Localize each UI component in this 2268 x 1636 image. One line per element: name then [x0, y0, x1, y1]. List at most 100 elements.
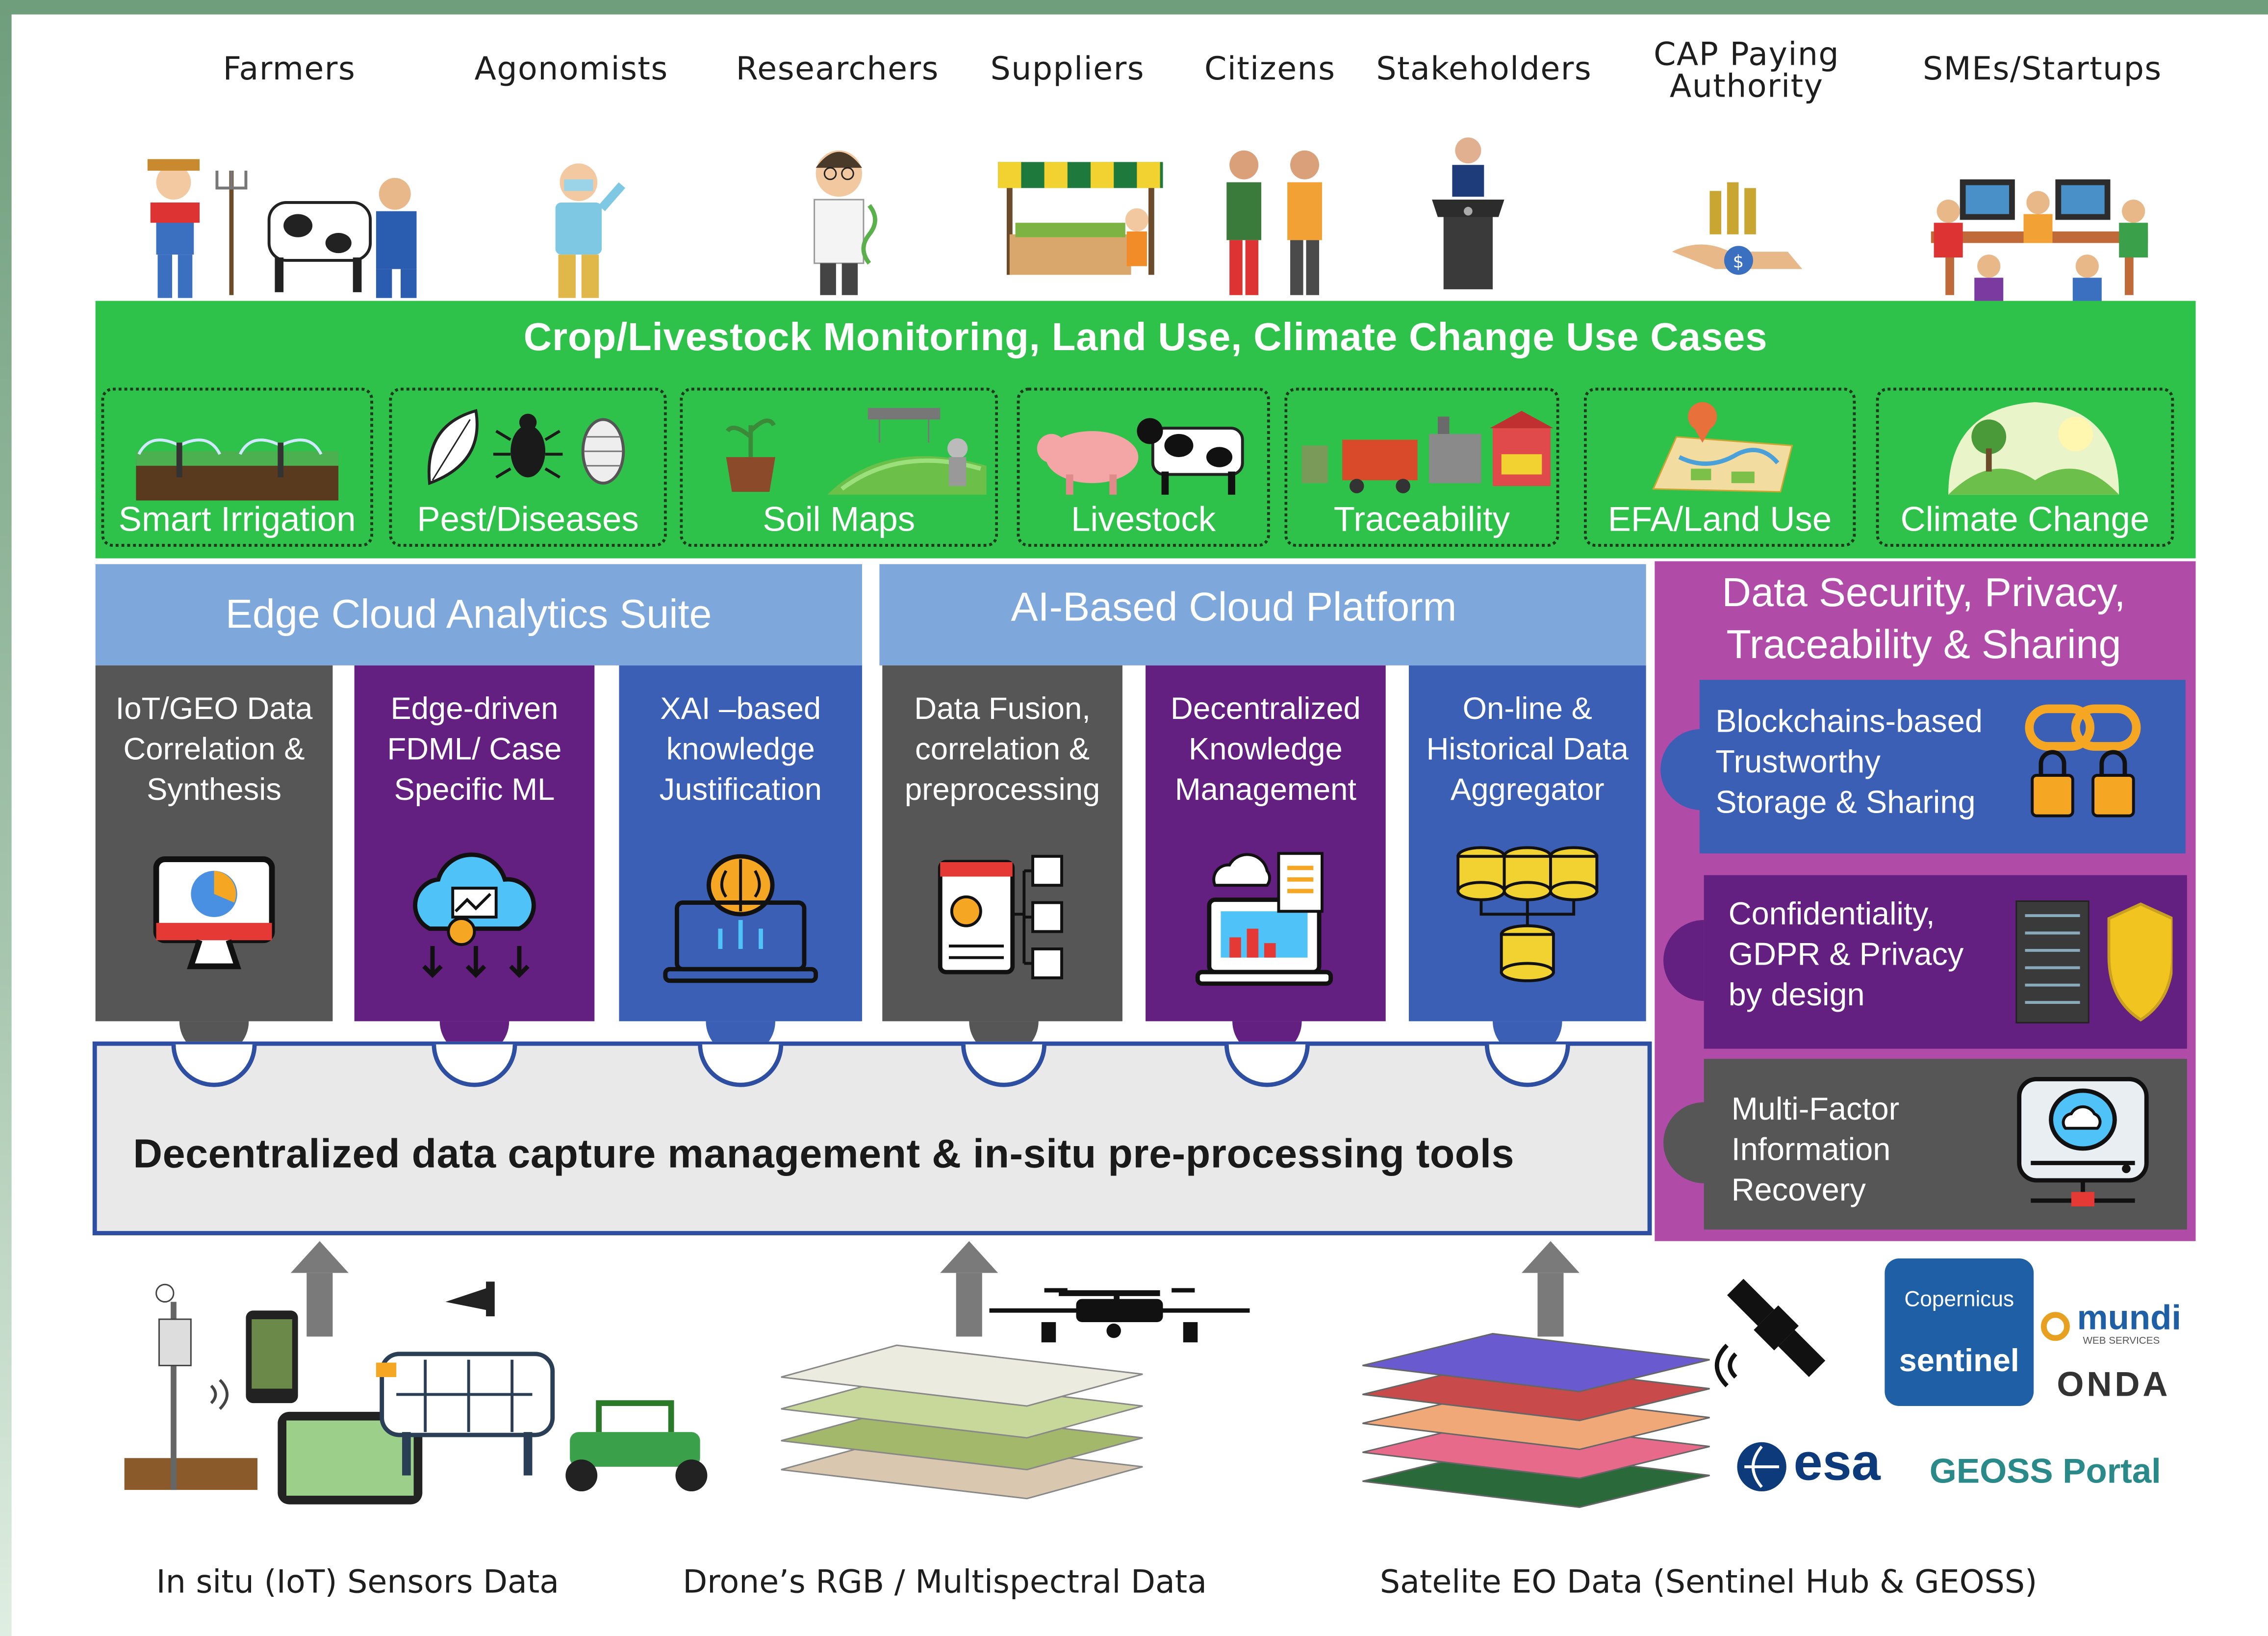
use-case-label: Pest/Diseases — [417, 500, 639, 540]
supply-chain-icon — [1301, 410, 1554, 493]
module-decentralized-knowledge: Decentralized Knowledge Management — [1146, 665, 1386, 1022]
module-label: Edge-driven FDML/ Case Specific ML — [387, 691, 562, 807]
sentinel-text: sentinel — [1899, 1342, 2019, 1379]
stakeholder-agronomists: Agonomists — [474, 52, 668, 88]
cloud-storage-drive-icon — [2017, 1076, 2149, 1206]
arrow-stem — [1537, 1273, 1564, 1337]
security-multi-factor: Multi-Factor Information Recovery — [1704, 1059, 2187, 1230]
arrow-head — [940, 1241, 998, 1273]
startup-team-illustration — [1931, 179, 2148, 301]
esa-text: esa — [1793, 1432, 1881, 1492]
mundi-subtext: WEB SERVICES — [2083, 1336, 2160, 1347]
use-case-efa-land-use: EFA/Land Use — [1583, 387, 1856, 547]
agronomist-illustration — [555, 163, 625, 298]
market-stall-illustration — [998, 162, 1163, 275]
module-label: IoT/GEO Data Correlation & Synthesis — [115, 691, 313, 807]
module-label: Data Fusion, correlation & preprocessing — [904, 691, 1100, 807]
farmers-illustration — [147, 159, 417, 298]
geoss-portal-logo: GEOSS Portal — [1929, 1452, 2161, 1492]
iot-sensors-illustration — [124, 1281, 708, 1505]
chain-lock-icon — [2025, 704, 2141, 818]
use-case-label: Traceability — [1333, 500, 1510, 540]
stakeholder-researchers: Researchers — [736, 52, 939, 88]
module-data-fusion: Data Fusion, correlation & preprocessing — [882, 665, 1122, 1022]
decorative-top-border — [0, 0, 2268, 15]
use-case-label: Livestock — [1071, 500, 1216, 540]
capture-layer-label: Decentralized data capture management & … — [133, 1131, 1515, 1176]
module-edge-driven-fdml: Edge-driven FDML/ Case Specific ML — [354, 665, 595, 1022]
data-processing-icon — [938, 855, 1063, 979]
use-cases-title: Crop/Livestock Monitoring, Land Use, Cli… — [523, 315, 1768, 359]
use-case-climate-change: Climate Change — [1876, 387, 2174, 547]
mundi-onda-logo: mundi WEB SERVICES ONDA — [2039, 1299, 2196, 1405]
use-case-livestock: Livestock — [1017, 387, 1270, 547]
edge-suite-title: Edge Cloud Analytics Suite — [225, 591, 712, 637]
module-iot-geo-correlation: IoT/GEO Data Correlation & Synthesis — [95, 665, 333, 1022]
stakeholder-smes-startups: SMEs/Startups — [1923, 52, 2162, 88]
source-iot-label: In situ (IoT) Sensors Data — [156, 1565, 560, 1602]
esa-globe-icon — [1737, 1442, 1786, 1492]
citizens-illustration — [1226, 150, 1322, 295]
monitor-pie-chart-icon — [153, 856, 275, 970]
use-case-label: Climate Change — [1900, 500, 2150, 540]
capture-layer-sockets — [171, 1044, 1570, 1087]
security-item-label: Blockchains-based Trustworthy Storage & … — [1715, 703, 1983, 820]
security-blockchain: Blockchains-based Trustworthy Storage & … — [1699, 680, 2186, 854]
brain-laptop-icon — [663, 854, 818, 983]
use-case-pest-diseases: Pest/Diseases — [389, 387, 667, 547]
svg-text:$: $ — [1733, 252, 1744, 272]
security-item-label: Multi-Factor Information Recovery — [1731, 1091, 1900, 1208]
copernicus-sentinel-logo: Copernicus sentinel — [1885, 1258, 2034, 1406]
stakeholder-cap-paying-authority: CAP Paying Authority — [1654, 37, 1840, 106]
use-case-label: Soil Maps — [763, 500, 916, 540]
security-item-label: Confidentiality, GDPR & Privacy by desig… — [1728, 895, 1964, 1013]
use-case-traceability: Traceability — [1284, 387, 1559, 547]
use-case-smart-irrigation: Smart Irrigation — [101, 387, 374, 547]
security-connectors — [1660, 729, 1704, 1183]
use-case-label: EFA/Land Use — [1607, 500, 1832, 540]
arrow-stem — [306, 1273, 333, 1337]
security-gdpr-privacy: Confidentiality, GDPR & Privacy by desig… — [1704, 875, 2187, 1049]
stakeholder-farmers: Farmers — [223, 52, 356, 88]
cloud-ml-icon — [413, 852, 536, 978]
module-xai-justification: XAI –based knowledge Justification — [619, 665, 862, 1022]
security-title: Data Security, Privacy, Traceability & S… — [1722, 570, 2126, 667]
satellite-layers-illustration — [1362, 1278, 1826, 1508]
module-data-aggregator: On-line & Historical Data Aggregator — [1408, 665, 1646, 1022]
use-case-label: Smart Irrigation — [118, 500, 356, 540]
arrow-head — [1521, 1241, 1580, 1273]
livestock-icon — [1037, 418, 1244, 495]
payment-hand-illustration: $ — [1672, 182, 1803, 275]
speaker-podium-illustration — [1432, 137, 1504, 289]
up-arrow-drone — [940, 1241, 998, 1337]
researcher-illustration — [814, 150, 877, 295]
esa-logo: esa — [1733, 1432, 1892, 1504]
pest-icon — [428, 409, 625, 486]
edge-suite-header — [95, 564, 862, 665]
land-map-icon — [1652, 402, 1793, 493]
mundi-globe-icon — [2040, 1312, 2070, 1341]
server-shield-icon — [2015, 900, 2173, 1023]
database-aggregation-icon — [1456, 846, 1599, 982]
irrigation-icon — [136, 438, 339, 501]
cloud-platform-title: AI-Based Cloud Platform — [1011, 584, 1457, 630]
stakeholder-stakeholders: Stakeholders — [1376, 52, 1592, 88]
up-arrow-satellite — [1521, 1241, 1580, 1337]
onda-text: ONDA — [2057, 1365, 2171, 1405]
use-case-soil-maps: Soil Maps — [680, 387, 998, 547]
climate-landscape-icon — [1948, 402, 2119, 495]
source-drone-label: Drone’s RGB / Multispectral Data — [683, 1565, 1207, 1602]
module-label: XAI –based knowledge Justification — [659, 691, 822, 807]
module-label: Decentralized Knowledge Management — [1171, 691, 1361, 807]
soil-map-icon — [725, 408, 987, 495]
mundi-text: mundi — [2077, 1299, 2182, 1338]
stakeholder-citizens: Citizens — [1204, 52, 1336, 88]
stakeholder-suppliers: Suppliers — [990, 52, 1145, 88]
arrow-stem — [956, 1273, 982, 1337]
knowledge-dashboard-icon — [1195, 852, 1333, 986]
up-arrow-sensors — [290, 1241, 349, 1337]
copernicus-text: Copernicus — [1904, 1287, 2014, 1312]
cloud-platform-header — [879, 564, 1646, 665]
decorative-left-border — [0, 0, 12, 1636]
